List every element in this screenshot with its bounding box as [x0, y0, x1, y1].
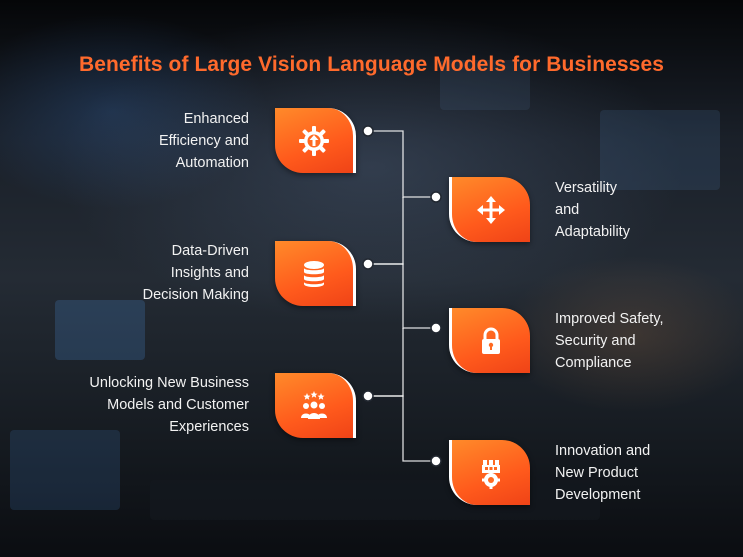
factory-gear-icon: [482, 459, 500, 489]
benefit-label-innovation: Innovation and New Product Development: [555, 443, 651, 503]
team-stars-icon: [301, 390, 327, 419]
connector-5-6: [368, 395, 436, 462]
benefit-label-data-driven: Data-Driven Insights and Decision Making: [142, 243, 249, 303]
connector-5-4: [368, 328, 404, 397]
connector-node: [362, 390, 374, 402]
background-screen: [10, 430, 120, 510]
lock-icon: [482, 327, 500, 354]
background-screen: [55, 300, 145, 360]
connector-3-4: [368, 263, 436, 329]
benefit-card-safety: [449, 308, 530, 373]
connector-3-2: [368, 197, 404, 265]
benefit-label-efficiency: Enhanced Efficiency and Automation: [158, 111, 249, 171]
benefit-card-innovation: [449, 440, 530, 505]
connector-node: [362, 125, 374, 137]
connector-node: [430, 322, 442, 334]
background-screen: [440, 60, 530, 110]
benefit-label-new-business: Unlocking New Business Models and Custom…: [89, 375, 249, 435]
gear-arrow-icon: [299, 125, 329, 156]
connector-1-2: [368, 130, 436, 198]
connector-node: [362, 258, 374, 270]
benefit-card-new-business: [275, 373, 356, 438]
benefit-label-versatility: Versatility and Adaptability: [555, 180, 630, 240]
connector-node: [430, 455, 442, 467]
move-arrows-icon: [477, 195, 505, 224]
benefit-card-versatility: [449, 177, 530, 242]
benefit-card-efficiency: [275, 108, 356, 173]
benefit-label-safety: Improved Safety, Security and Compliance: [555, 311, 664, 371]
background-screen: [600, 110, 720, 190]
benefit-card-data-driven: [275, 241, 356, 306]
connector-node: [430, 191, 442, 203]
database-icon: [304, 260, 324, 287]
page-title: Benefits of Large Vision Language Models…: [78, 53, 665, 76]
